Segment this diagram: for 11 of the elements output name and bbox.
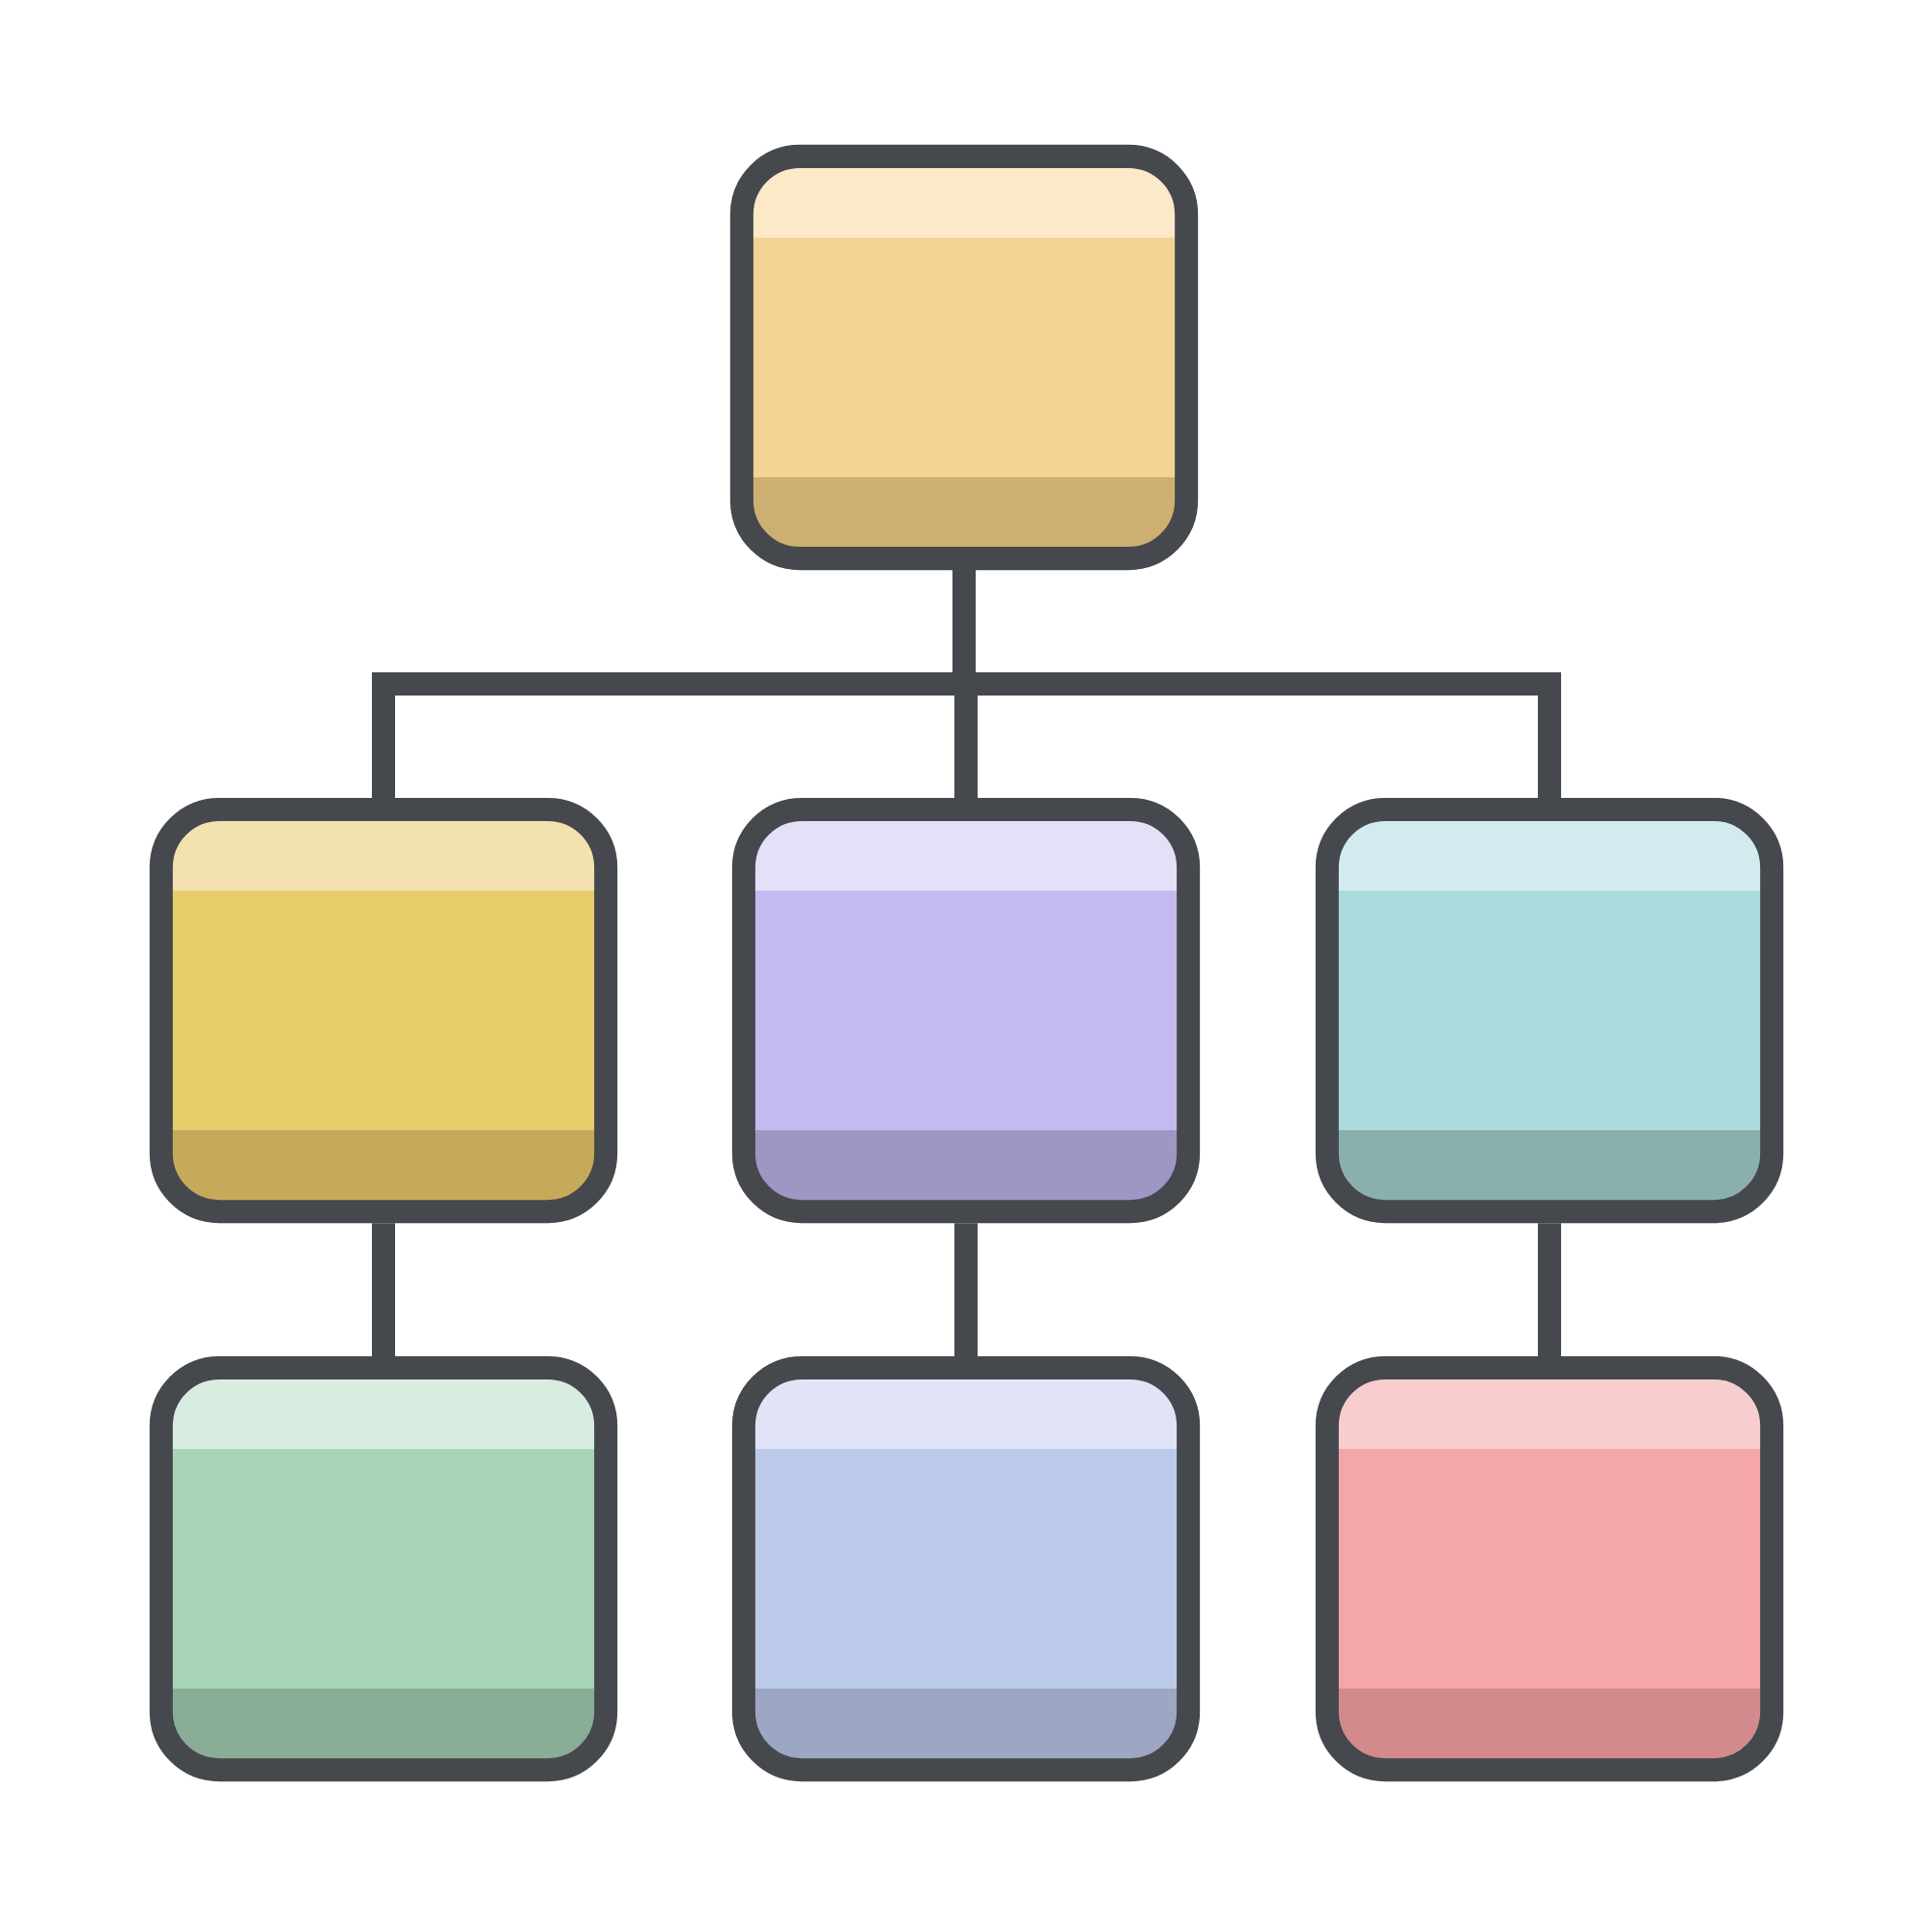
- box: [1315, 1355, 1784, 1782]
- connector-line: [954, 1223, 979, 1356]
- box: [1315, 797, 1784, 1224]
- box: [731, 797, 1201, 1224]
- connector-line: [372, 1223, 395, 1356]
- box: [149, 797, 618, 1224]
- box: [731, 1355, 1201, 1782]
- box: [149, 1355, 618, 1782]
- box: [729, 144, 1199, 571]
- connector-line: [1538, 1223, 1562, 1356]
- connector-line: [952, 570, 1562, 798]
